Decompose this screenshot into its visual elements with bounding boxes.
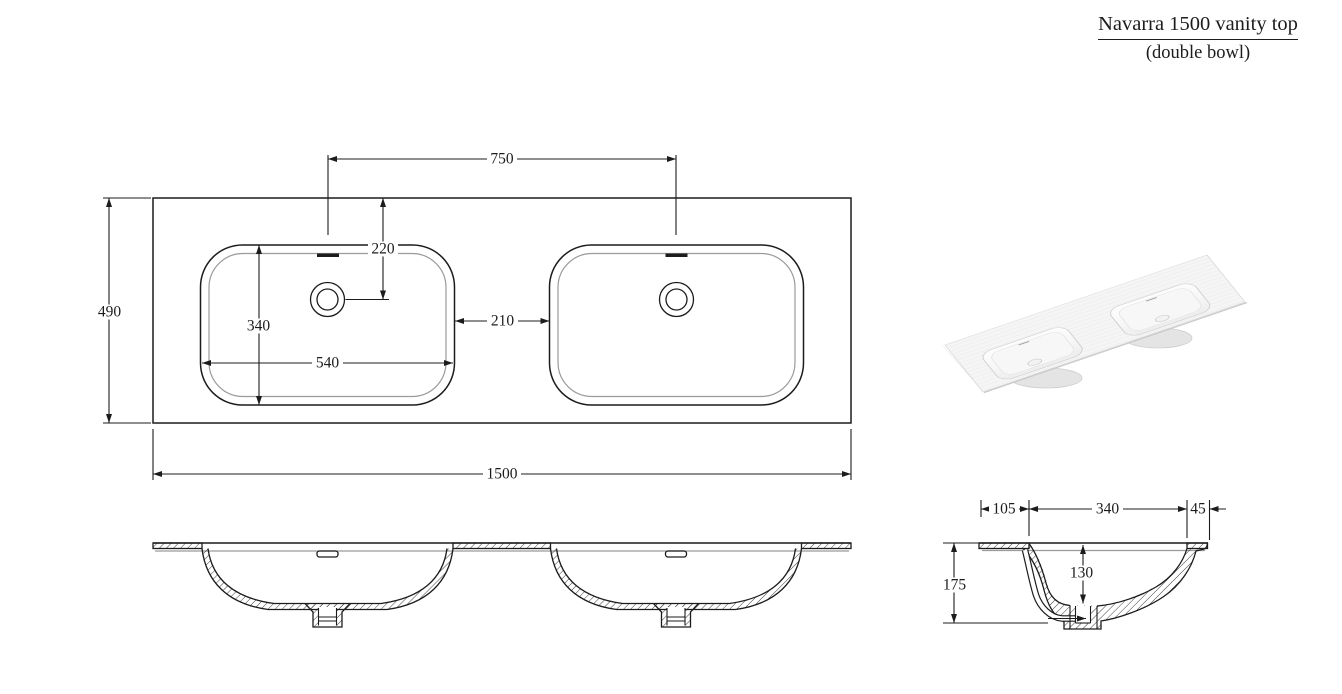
title-block: Navarra 1500 vanity top (double bowl)	[1088, 12, 1308, 65]
dim-label-bg	[368, 241, 398, 257]
dim-rim-to-drain: 220	[345, 197, 398, 301]
dim-bowl-depth: 340	[243, 244, 274, 406]
section-inner-left	[1028, 543, 1071, 607]
dim-text-45: 45	[1190, 501, 1206, 518]
front-ledge-hatch	[979, 543, 1029, 549]
drain-outline	[304, 603, 351, 628]
dim-text-490: 490	[98, 304, 122, 321]
drawing-title: Navarra 1500 vanity top	[1098, 12, 1298, 40]
dim-label-bg	[483, 466, 521, 482]
right-bowl-inner-rim	[557, 252, 796, 398]
side-section-view: 105 340 45 175	[939, 500, 1226, 630]
dim-text-340: 340	[247, 318, 271, 335]
dim-overall-height: 175	[939, 542, 1048, 624]
render-right-bowl-floor	[1118, 288, 1202, 331]
bowl-elevation-left	[201, 548, 454, 628]
dim-label-bg	[243, 318, 274, 334]
right-overflow-slot	[665, 253, 688, 257]
dim-overall-width: 1500	[152, 429, 852, 483]
dim-text-750: 750	[490, 151, 514, 168]
dim-label-bg	[487, 151, 517, 167]
slab-top-face	[944, 254, 1246, 393]
left-overflow-slot	[317, 253, 339, 257]
dim-text-175: 175	[943, 577, 967, 594]
dim-front-ledge: 105	[980, 500, 1030, 536]
render-right-overflow	[1145, 297, 1157, 302]
render-3d-view	[941, 254, 1248, 395]
slab-front-edge	[983, 301, 1248, 394]
drawing-subtitle: (double bowl)	[1145, 42, 1251, 63]
section-outer-profile	[1022, 542, 1209, 630]
render-right-drain	[1155, 314, 1170, 322]
left-drain-inner	[316, 288, 339, 311]
dim-text-1500: 1500	[487, 466, 518, 483]
dim-label-bg	[94, 304, 125, 320]
overflow-channel	[1022, 549, 1087, 621]
dim-bowl-inner-depth: 130	[1066, 544, 1097, 604]
bowl-wall-hatch	[202, 548, 453, 610]
dim-overall-depth: 490	[94, 197, 151, 424]
dim-bowl-gap: 210	[454, 313, 550, 330]
bowl-elevation-right	[549, 547, 803, 628]
vanity-top-outline	[152, 197, 852, 424]
dim-label-bg	[939, 577, 970, 593]
dim-bowl-inner-width: 340	[1028, 500, 1188, 538]
render-left-drain	[1027, 358, 1043, 366]
top-slab-hatch-right	[801, 543, 851, 549]
right-bowl-outer-rim	[548, 244, 805, 406]
dim-text-105: 105	[992, 501, 1016, 518]
dim-text-540: 540	[316, 355, 340, 372]
overflow-slot-front	[316, 550, 339, 558]
section-drain-channel	[1075, 606, 1091, 623]
left-bowl-outer-rim	[199, 244, 456, 406]
left-bowl-plan	[199, 244, 456, 406]
dim-label-bg	[1066, 565, 1097, 581]
dim-text-130: 130	[1070, 565, 1094, 582]
dim-label-bg	[1092, 501, 1123, 517]
dim-back-ledge: 45	[1190, 500, 1226, 540]
dim-text-220: 220	[371, 241, 395, 258]
render-left-overflow	[1018, 340, 1030, 346]
dim-label-bg	[487, 313, 518, 329]
dim-text-210: 210	[491, 313, 515, 330]
dim-text-340s: 340	[1096, 501, 1120, 518]
dim-label-bg	[989, 501, 1019, 517]
top-slab-hatch-centre	[453, 543, 551, 549]
left-drain-outer	[309, 281, 346, 318]
dim-bowl-width: 540	[201, 355, 454, 372]
top-slab-hatch-left	[153, 543, 202, 549]
plan-view: 750 220 490 340	[94, 151, 852, 483]
render-left-bowl	[982, 327, 1083, 380]
right-drain-outer	[658, 281, 695, 318]
dim-drain-centres: 750	[327, 151, 677, 235]
right-drain-inner	[665, 288, 688, 311]
slab-surface-sheen	[944, 254, 1245, 392]
render-right-bowl	[1110, 283, 1211, 336]
dim-label-bg	[312, 355, 343, 371]
section-inner-right	[1096, 548, 1188, 607]
section-wall-hatch	[1023, 544, 1201, 629]
render-left-bowl-floor	[991, 332, 1074, 375]
front-elevation-view	[152, 542, 852, 628]
right-bowl-plan	[548, 244, 805, 406]
back-ledge-hatch	[1187, 543, 1208, 549]
